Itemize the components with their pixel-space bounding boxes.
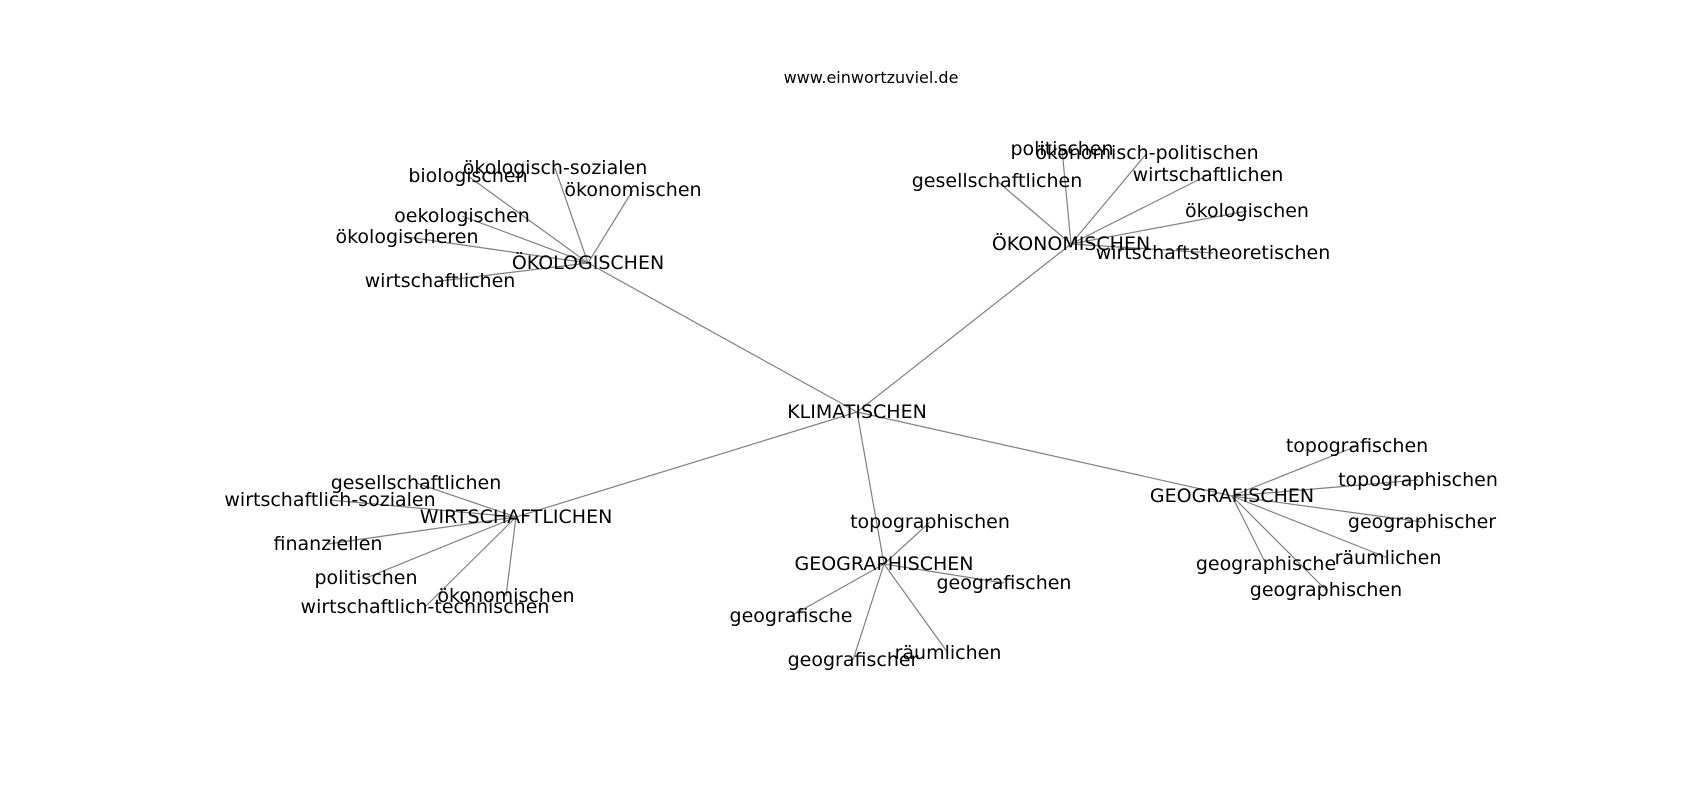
leaf-node-label: wirtschaftlich-sozialen (224, 489, 435, 511)
edge-hub-to-leaf (554, 167, 589, 264)
edge-hub-to-leaf (415, 482, 517, 518)
leaf-node-label: ökonomisch-politischen (1035, 142, 1258, 164)
leaf-node-label: räumlichen (895, 642, 1002, 664)
leaf-node-label: geographische (1196, 553, 1336, 575)
leaf-node-label: gesellschaftlichen (912, 170, 1083, 192)
leaf-node-label: geographischen (1250, 579, 1402, 601)
edge-hub-to-leaf (505, 516, 517, 597)
edge-hub-to-leaf (1061, 148, 1072, 245)
site-url-label: www.einwortzuviel.de (783, 68, 959, 87)
edge-root-to-hub (587, 262, 858, 413)
edge-hub-to-leaf (461, 215, 589, 264)
edge-hub-to-leaf (1070, 243, 1214, 254)
hub-node-label: GEOGRAPHISCHEN (794, 553, 973, 575)
hub-node-label: GEOGRAFISCHEN (1150, 485, 1314, 507)
leaf-node-label: topographischen (1338, 469, 1498, 491)
edge-hub-to-leaf (365, 516, 517, 579)
edge-root-to-hub (856, 243, 1072, 413)
edge-hub-to-leaf (424, 516, 517, 608)
leaf-node-label: politischen (314, 567, 417, 589)
leaf-node-label: ökologischeren (335, 226, 478, 248)
edge-hub-to-leaf (790, 563, 885, 617)
root-node-label: KLIMATISCHEN (787, 401, 927, 423)
edge-hub-to-leaf (327, 516, 517, 545)
edge-hub-to-leaf (329, 499, 517, 518)
edge-hub-to-leaf (1070, 210, 1248, 245)
edge-hub-to-leaf (439, 262, 589, 282)
leaf-node-label: wirtschaftstheoretischen (1096, 242, 1331, 264)
leaf-node-label: wirtschaftlichen (1133, 164, 1284, 186)
graph-edges (327, 148, 1423, 661)
edge-hub-to-leaf (883, 563, 949, 654)
edge-hub-to-leaf (406, 236, 589, 264)
leaf-node-label: oekologischen (394, 205, 530, 227)
edge-root-to-hub (856, 411, 885, 565)
edge-hub-to-leaf (1070, 152, 1148, 245)
leaf-node-label: geografischer (788, 649, 919, 671)
edge-hub-to-leaf (1231, 479, 1419, 497)
edge-hub-to-leaf (852, 563, 885, 661)
edge-hub-to-leaf (883, 521, 931, 565)
leaf-node-label: wirtschaftlichen (365, 270, 516, 292)
edge-root-to-hub (515, 411, 858, 518)
graph-labels: KLIMATISCHEN biologischenökologisch-sozia… (224, 138, 1498, 671)
leaf-node-label: geografischen (937, 572, 1072, 594)
leaf-node-label: geographischer (1348, 511, 1496, 533)
leaf-node-label: finanziellen (274, 533, 383, 555)
leaf-node-label: geografische (730, 605, 853, 627)
leaf-node-label: räumlichen (1335, 547, 1442, 569)
leaf-node-label: politischen (1010, 138, 1113, 160)
edge-hub-to-leaf (996, 180, 1072, 245)
edge-hub-to-leaf (467, 175, 589, 264)
edge-hub-to-leaf (1070, 174, 1209, 245)
edge-hub-to-leaf (1231, 445, 1358, 497)
leaf-node-label: ökonomischen (437, 585, 574, 607)
leaf-node-label: topographischen (850, 511, 1010, 533)
edge-hub-to-leaf (1231, 495, 1423, 523)
edge-root-to-hub (856, 411, 1233, 497)
edge-hub-to-leaf (587, 189, 634, 264)
leaf-node-label: ökonomischen (564, 179, 701, 201)
hub-node-label: ÖKOLOGISCHEN (512, 251, 664, 274)
edge-hub-to-leaf (1231, 495, 1267, 565)
leaf-node-label: topografischen (1286, 435, 1428, 457)
edge-hub-to-leaf (883, 563, 1005, 584)
leaf-node-label: gesellschaftlichen (331, 472, 502, 494)
hub-node-label: WIRTSCHAFTLICHEN (420, 506, 613, 528)
leaf-node-label: biologischen (408, 165, 527, 187)
leaf-node-label: ökologischen (1185, 200, 1309, 222)
leaf-node-label: ökologisch-sozialen (463, 157, 648, 179)
leaf-node-label: wirtschaftlich-technischen (301, 596, 550, 618)
edge-hub-to-leaf (1231, 495, 1389, 559)
hub-node-label: ÖKONOMISCHEN (992, 232, 1150, 255)
edge-hub-to-leaf (1231, 495, 1327, 591)
